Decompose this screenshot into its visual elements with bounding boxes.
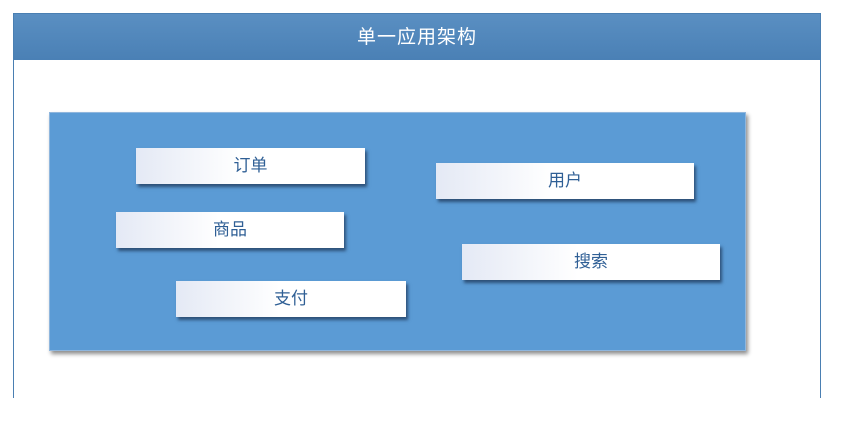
- diagram-title: 单一应用架构: [14, 14, 820, 60]
- architecture-diagram: 单一应用架构 订单 用户 商品 搜索 支付: [13, 13, 821, 398]
- module-search: 搜索: [462, 244, 720, 280]
- monolithic-application-box: 订单 用户 商品 搜索 支付: [49, 112, 746, 351]
- module-product: 商品: [116, 212, 344, 248]
- module-payment: 支付: [176, 281, 406, 317]
- module-user: 用户: [436, 163, 694, 199]
- module-order: 订单: [136, 148, 365, 184]
